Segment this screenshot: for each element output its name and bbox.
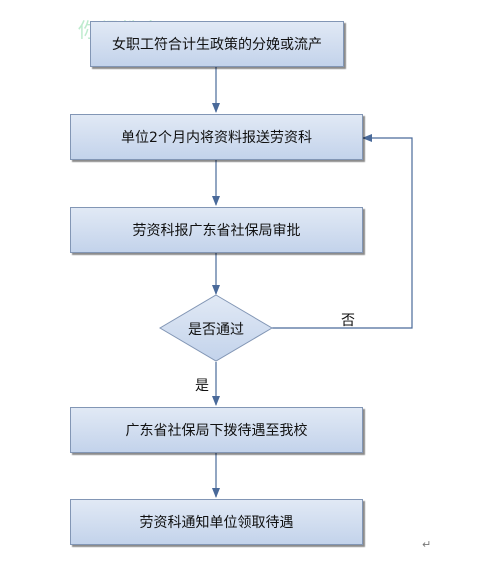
step-4-label: 广东省社保局下拨待遇至我校 — [125, 423, 308, 439]
step-1-box: 女职工符合计生政策的分娩或流产 — [90, 21, 344, 67]
step-5-label: 劳资科通知单位领取待遇 — [139, 515, 294, 531]
arrow-decision-loop-back — [272, 134, 413, 329]
step-5-box: 劳资科通知单位领取待遇 — [70, 499, 363, 545]
decision-no-label: 否 — [341, 313, 355, 329]
step-4-box: 广东省社保局下拨待遇至我校 — [70, 407, 363, 453]
step-1-label: 女职工符合计生政策的分娩或流产 — [112, 37, 322, 53]
step-2-box: 单位2个月内将资料报送劳资科 — [70, 114, 363, 160]
step-3-box: 劳资科报广东省社保局审批 — [70, 207, 363, 253]
step-2-label: 单位2个月内将资料报送劳资科 — [121, 130, 312, 146]
decision-label: 是否通过 — [188, 322, 244, 338]
step-3-label: 劳资科报广东省社保局审批 — [132, 223, 301, 239]
paragraph-mark-icon: ↵ — [422, 538, 432, 551]
decision-diamond — [159, 294, 273, 362]
decision-yes-label: 是 — [195, 378, 209, 394]
